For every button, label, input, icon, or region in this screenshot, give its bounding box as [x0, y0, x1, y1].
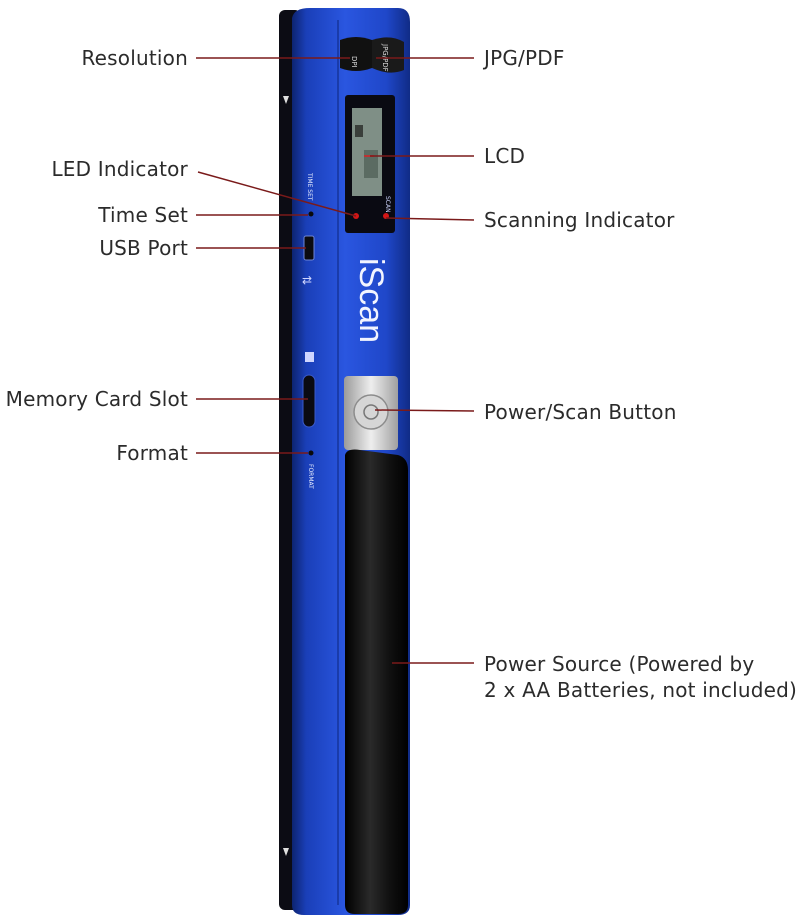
label-scanning-indicator: Scanning Indicator: [484, 208, 675, 232]
label-time-set: Time Set: [98, 203, 188, 227]
label-resolution: Resolution: [81, 46, 188, 70]
label-usb-port: USB Port: [99, 236, 188, 260]
arrow-bottom-mark: [283, 848, 289, 856]
format-print: FORMAT: [307, 464, 314, 489]
usb-symbol: ⇄: [302, 273, 312, 287]
label-lcd: LCD: [484, 144, 526, 168]
label-led-indicator: LED Indicator: [51, 157, 188, 181]
label-memory-card-slot: Memory Card Slot: [5, 387, 188, 411]
dpi-button-print: DPI: [350, 56, 358, 68]
label-power-source: Power Source (Powered by 2 x AA Batterie…: [484, 651, 803, 703]
format-hole: [308, 450, 314, 456]
label-format: Format: [116, 441, 188, 465]
label-power-source-line1: Power Source (Powered by: [484, 652, 755, 676]
label-power-source-line2: 2 x AA Batteries, not included): [484, 678, 798, 702]
label-jpg-pdf: JPG/PDF: [484, 46, 565, 70]
time-set-print: TIME SET: [306, 172, 313, 201]
top-buttons: [340, 37, 404, 73]
leader-lines: [196, 57, 475, 664]
time-set-hole: [308, 211, 314, 217]
memory-card-slot-shape: [302, 374, 316, 428]
power-scan-button-shape: [353, 394, 389, 430]
scan-print: SCAN: [384, 196, 391, 213]
arrow-top-mark: [283, 96, 289, 104]
battery-grip: [345, 449, 408, 914]
label-power-scan-button: Power/Scan Button: [484, 400, 677, 424]
brand-logo: iScan: [352, 258, 390, 343]
